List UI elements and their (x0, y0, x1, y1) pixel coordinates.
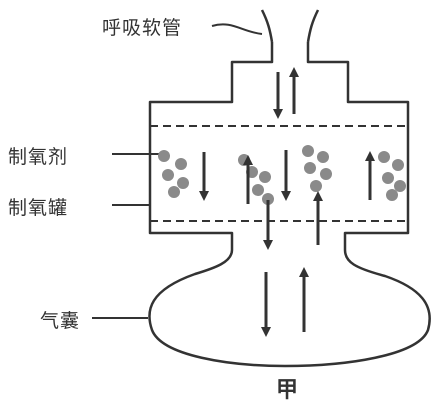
hose-flare (260, 9, 274, 43)
tank-label: 制氧罐 (8, 197, 69, 219)
bag-label: 气囊 (40, 310, 81, 332)
agent-label: 制氧剂 (8, 146, 69, 168)
figure-caption: 甲 (276, 378, 299, 403)
flow-arrows (199, 67, 375, 337)
hose-label-leader (211, 23, 263, 35)
hose-flare (306, 9, 320, 43)
apparatus-outline (148, 42, 431, 368)
hose-label: 呼吸软管 (102, 17, 183, 39)
